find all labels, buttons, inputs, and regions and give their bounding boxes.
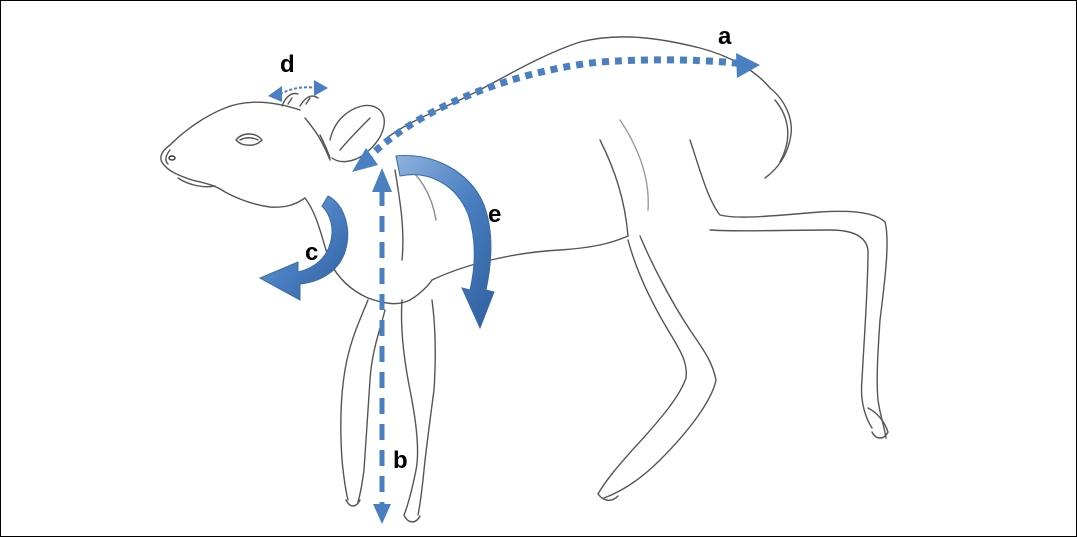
label-c: c — [305, 239, 318, 266]
label-d: d — [280, 51, 295, 78]
deer-front-leg-near — [401, 300, 417, 515]
deer-head — [161, 102, 305, 207]
deer-belly — [432, 236, 628, 280]
measure-d-arrowhead-left — [268, 86, 282, 102]
deer-hind-leg-near — [604, 236, 716, 498]
measure-e-curl-arrow — [396, 155, 494, 328]
label-a: a — [718, 23, 732, 50]
measure-b-arrowhead-bottom — [373, 504, 391, 524]
measure-d-line — [280, 87, 316, 94]
deer-back — [384, 37, 770, 140]
measure-a-arrowhead-start — [352, 148, 378, 172]
label-e: e — [488, 201, 501, 228]
label-b: b — [393, 447, 408, 474]
measure-a-arc — [366, 60, 745, 160]
deer-horns — [282, 94, 318, 107]
deer-hind-leg-far — [690, 140, 887, 438]
deer-ear — [330, 106, 384, 162]
measure-d-arrowhead-right — [314, 80, 328, 96]
measure-b-arrowhead-top — [372, 168, 392, 192]
measure-c-curl-arrow — [260, 196, 348, 300]
